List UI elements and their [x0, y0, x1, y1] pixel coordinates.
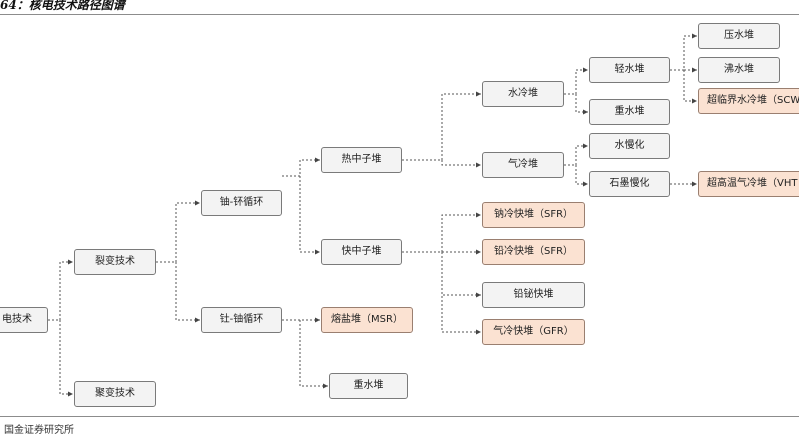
node-pb-bi-reactor: 铅铋快堆	[482, 282, 585, 308]
node-heavy-water: 重水堆	[589, 99, 670, 125]
node-u-pu-cycle: 铀-钚循环	[201, 190, 282, 216]
node-nuclear-tech: 电技术	[0, 307, 48, 333]
node-lfr: 铅冷快堆（SFR）	[482, 239, 585, 265]
node-water-moderated: 水慢化	[589, 133, 670, 159]
node-heavy-water-th: 重水堆	[329, 373, 408, 399]
node-bwr: 沸水堆	[698, 57, 780, 83]
node-water-cooled: 水冷堆	[482, 81, 564, 107]
node-pwr: 压水堆	[698, 23, 780, 49]
node-gfr: 气冷快堆（GFR）	[482, 319, 585, 345]
source-note: 国金证券研究所	[4, 425, 74, 436]
node-th-u-cycle: 钍-铀循环	[201, 307, 282, 333]
node-fusion: 聚变技术	[74, 381, 156, 407]
node-fast-reactor: 快中子堆	[321, 239, 402, 265]
node-msr: 熔盐堆（MSR）	[321, 307, 413, 333]
node-fission: 裂变技术	[74, 249, 156, 275]
top-divider	[0, 14, 799, 15]
node-gas-cooled: 气冷堆	[482, 152, 564, 178]
node-thermal-reactor: 热中子堆	[321, 147, 402, 173]
bottom-divider	[0, 416, 799, 417]
node-scwr: 超临界水冷堆（SCW	[698, 88, 799, 114]
node-vhtr: 超高温气冷堆（VHT	[698, 171, 799, 197]
node-light-water: 轻水堆	[589, 57, 670, 83]
node-graphite-moderated: 石墨慢化	[589, 171, 670, 197]
node-sfr: 钠冷快堆（SFR）	[482, 202, 585, 228]
figure-title: 64：核电技术路径图谱	[0, 0, 125, 12]
